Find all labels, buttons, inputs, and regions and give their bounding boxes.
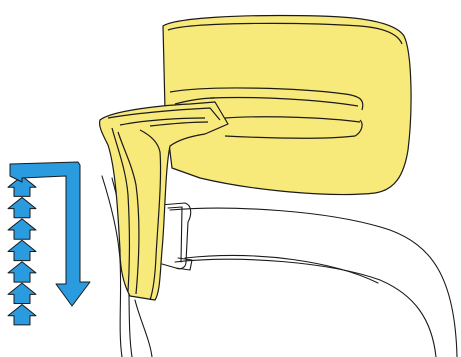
support-arm-ridge-3 <box>111 127 131 293</box>
up-arrow-icon <box>7 196 37 219</box>
support-arm-ridge-5 <box>149 121 209 127</box>
support-arm-ridge-1 <box>119 117 206 126</box>
down-arrow-icon <box>9 161 91 307</box>
up-arrow-icon <box>7 304 37 326</box>
backrest-inner-line <box>184 254 379 284</box>
adjustment-arrows <box>7 161 91 326</box>
up-arrow-icon <box>7 282 37 304</box>
headrest-support-arm <box>98 101 229 301</box>
up-arrow-icon <box>7 218 37 240</box>
support-arm-ridge-2 <box>117 131 140 295</box>
mount-bracket-inner <box>167 206 183 263</box>
headrest-contour-5 <box>174 97 216 105</box>
down-arrow-shape <box>9 161 91 307</box>
headrest-contour-4 <box>224 119 363 139</box>
up-arrow-icon <box>7 175 37 197</box>
headrest-top-edge <box>167 22 403 45</box>
headrest-cushion <box>162 14 412 196</box>
backrest-inner-edge <box>174 258 437 357</box>
up-arrow-icon <box>7 239 37 262</box>
backrest-left-bottom <box>134 299 153 357</box>
mount-bracket-clip <box>175 257 193 271</box>
support-arm-top-face <box>107 107 221 121</box>
up-arrow-icon <box>7 261 37 283</box>
support-arm-ridge-4 <box>139 129 162 301</box>
headrest-cushion-body <box>162 14 412 196</box>
up-arrow-stack <box>7 175 37 326</box>
backrest-outer-edge <box>169 207 458 357</box>
headrest-contour-3 <box>224 116 361 123</box>
support-arm-body <box>98 101 229 301</box>
headrest-contour-2 <box>209 96 359 107</box>
headrest-contour-1 <box>169 87 364 111</box>
